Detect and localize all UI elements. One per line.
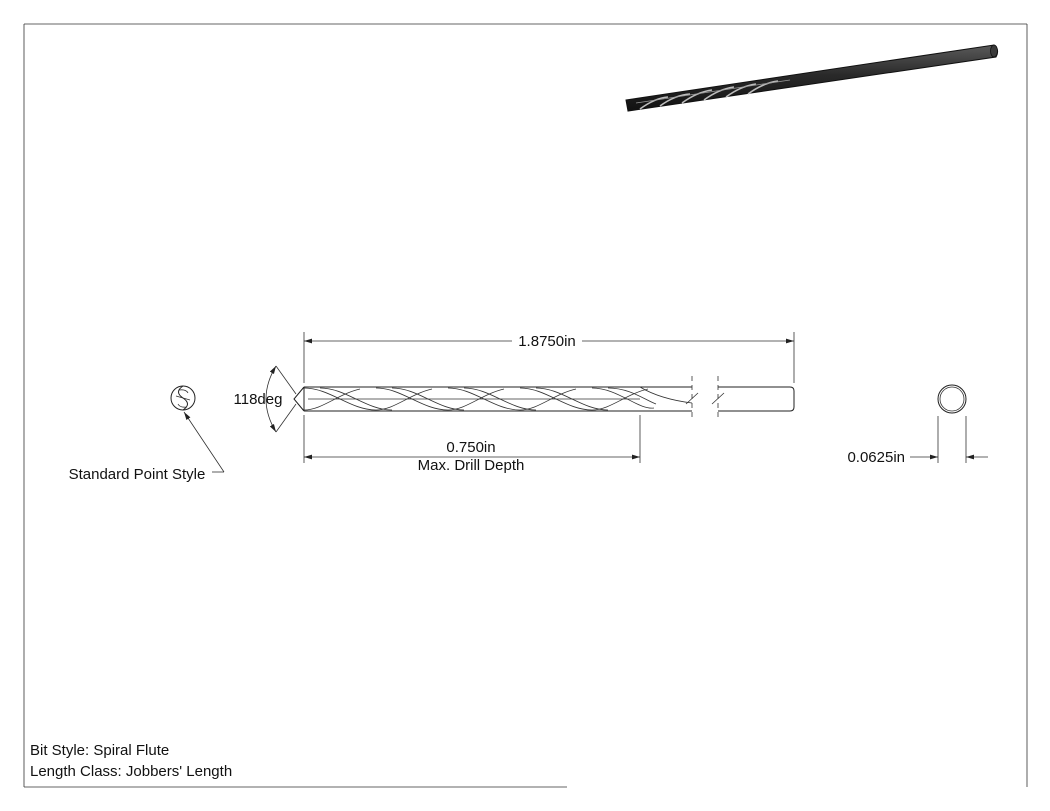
length-class-note: Length Class: Jobbers' Length: [30, 763, 233, 780]
diameter-dimension: [910, 416, 988, 463]
isometric-drill-bit-view: [625, 44, 999, 112]
drill-depth-label: Max. Drill Depth: [418, 457, 525, 474]
bit-style-note: Bit Style: Spiral Flute: [30, 742, 170, 759]
drill-bit-side-view: [293, 376, 795, 420]
diameter-label: 0.0625in: [847, 449, 905, 466]
drill-depth-value: 0.750in: [446, 439, 495, 456]
point-style-label: Standard Point Style: [69, 466, 206, 483]
drill-depth-dimension: [303, 415, 641, 463]
overall-length-label: 1.8750in: [518, 333, 576, 350]
drawing-frame: [23, 23, 1028, 788]
drawing-notes: Bit Style: Spiral Flute Length Class: Jo…: [30, 740, 232, 782]
overall-length-dimension: [303, 332, 795, 383]
shank-end-view: [937, 384, 967, 414]
point-end-view: [170, 385, 196, 411]
point-angle-dimension: [265, 365, 297, 433]
point-style-leader: [183, 411, 225, 473]
point-angle-label: 118deg: [234, 391, 283, 408]
